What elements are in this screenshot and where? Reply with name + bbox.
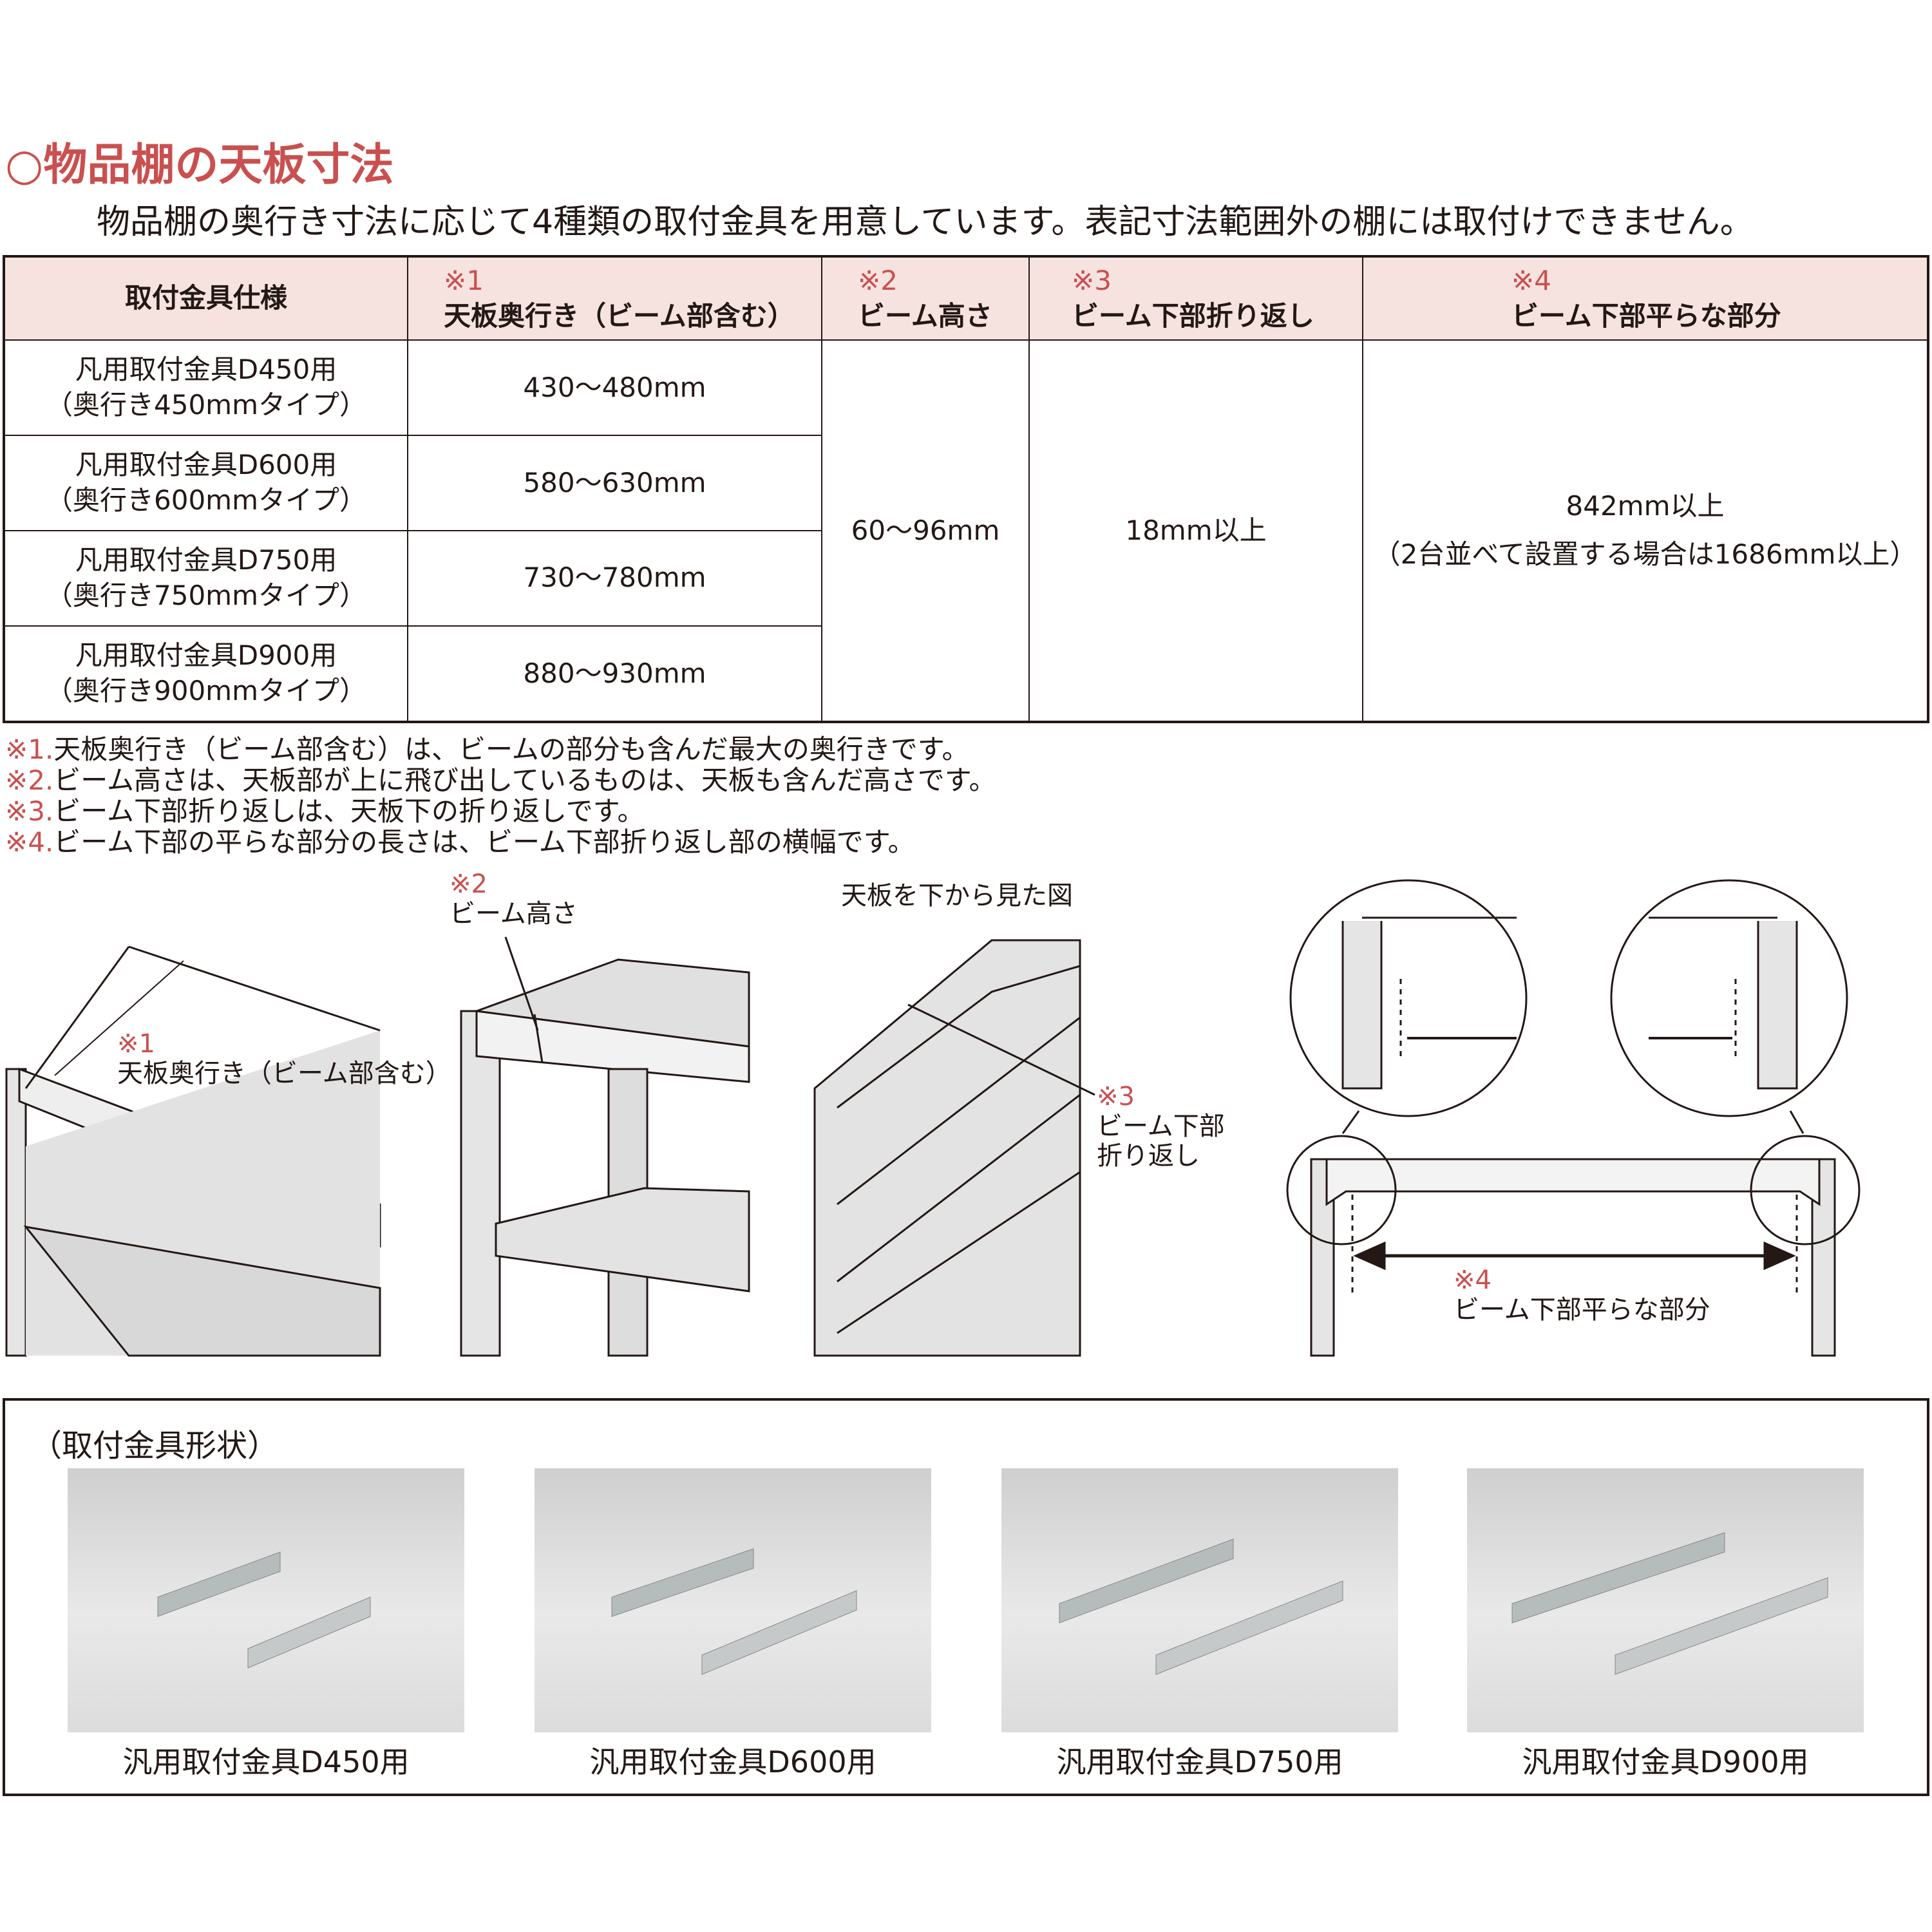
d3-title: 天板を下から見た図	[841, 881, 1073, 911]
beam-fold-cell: 18mm以上	[1028, 339, 1363, 723]
d3-mark: ※3	[1097, 1082, 1135, 1112]
header-mark: ※3	[1072, 264, 1112, 296]
note-mark: ※2.	[5, 764, 54, 796]
depth-cell: 730〜780mm	[407, 529, 822, 627]
note-text: ビーム下部折り返しは、天板下の折り返しです。	[53, 795, 645, 827]
header-mark: ※4	[1511, 264, 1551, 296]
bracket-caption: 汎用取付金具D750用	[1056, 1745, 1343, 1779]
header-label: ビーム下部折り返し	[1072, 299, 1314, 332]
spec-cell: 凡用取付金具D750用（奥行き750mmタイプ）	[3, 529, 408, 627]
footnote-3: ※3.ビーム下部折り返しは、天板下の折り返しです。	[5, 796, 645, 827]
table-row: 凡用取付金具D450用（奥行き450mmタイプ） 430〜480mm 60〜96…	[3, 339, 1929, 723]
note-mark: ※1.	[5, 734, 54, 765]
beam-flat-value: 842mm以上	[1566, 490, 1725, 522]
beam-flat-note: （2台並べて設置する場合は1686mm以上）	[1373, 538, 1917, 570]
footnote-2: ※2.ビーム高さは、天板部が上に飛び出しているものは、天板も含んだ高さです。	[5, 765, 996, 796]
bracket-image	[1511, 1532, 1828, 1675]
diagram-beam-height	[460, 936, 750, 1357]
spec-type: （奥行き600mmタイプ）	[46, 484, 366, 516]
bracket-shapes-box	[3, 1398, 1929, 1796]
bracket-image	[1059, 1539, 1343, 1675]
header-mark: ※2	[858, 264, 898, 296]
table-row: 凡用取付金具D900用（奥行き900mmタイプ） 880〜930mm	[3, 625, 1928, 723]
d3-text-2: 折り返し	[1097, 1141, 1200, 1171]
spec-name: 凡用取付金具D750用	[75, 544, 337, 576]
depth-cell: 880〜930mm	[407, 625, 822, 723]
page-title: ○物品棚の天板寸法	[5, 140, 394, 191]
spec-cell: 凡用取付金具D900用（奥行き900mmタイプ）	[3, 625, 408, 723]
spec-type: （奥行き450mmタイプ）	[46, 388, 366, 421]
header-label: 天板奥行き（ビーム部含む）	[444, 299, 795, 332]
d4-text: ビーム下部平らな部分	[1454, 1295, 1710, 1325]
bracket-caption: 汎用取付金具D900用	[1522, 1745, 1809, 1779]
note-text: 天板奥行き（ビーム部含む）は、ビームの部分も含んだ最大の奥行きです。	[53, 734, 969, 765]
header-label: ビーム高さ	[858, 299, 992, 332]
depth-cell: 580〜630mm	[407, 434, 822, 531]
d2-text: ビーム高さ	[450, 899, 578, 929]
bracket-photo-d600	[535, 1468, 931, 1732]
note-mark: ※3.	[5, 795, 54, 827]
spec-cell: 凡用取付金具D450用（奥行き450mmタイプ）	[3, 339, 408, 436]
spec-name: 凡用取付金具D450用	[75, 354, 337, 386]
d1-mark: ※1	[117, 1029, 155, 1059]
d4-mark: ※4	[1454, 1265, 1492, 1295]
spec-name: 凡用取付金具D600用	[75, 449, 337, 481]
beam-flat-cell: 842mm以上 （2台並べて設置する場合は1686mm以上）	[1362, 339, 1929, 723]
depth-cell: 430〜480mm	[407, 339, 822, 436]
diagram-beam-flat	[1286, 879, 1861, 1357]
bracket-caption: 汎用取付金具D450用	[122, 1745, 410, 1779]
bracket-caption: 汎用取付金具D600用	[589, 1745, 876, 1779]
bracket-shapes-title: （取付金具形状）	[31, 1428, 279, 1464]
d1-text: 天板奥行き（ビーム部含む）	[117, 1059, 451, 1088]
spec-name: 凡用取付金具D900用	[75, 639, 337, 672]
page-subtitle: 物品棚の奥行き寸法に応じて4種類の取付金具を用意しています。表記寸法範囲外の棚に…	[97, 203, 1754, 242]
bracket-photo-d900	[1467, 1468, 1864, 1732]
table-row: 凡用取付金具D600用（奥行き600mmタイプ） 580〜630mm	[3, 434, 1928, 531]
bracket-photo-d750	[1001, 1468, 1398, 1732]
diagram-depth	[5, 945, 381, 1357]
footnote-4: ※4.ビーム下部の平らな部分の長さは、ビーム下部折り返し部の横幅です。	[5, 827, 915, 858]
note-mark: ※4.	[5, 826, 54, 858]
bracket-photo-d450	[68, 1468, 464, 1732]
footnote-1: ※1.天板奥行き（ビーム部含む）は、ビームの部分も含んだ最大の奥行きです。	[5, 734, 969, 765]
note-text: ビーム高さは、天板部が上に飛び出しているものは、天板も含んだ高さです。	[53, 764, 996, 796]
bracket-image	[157, 1551, 371, 1669]
spec-cell: 凡用取付金具D600用（奥行き600mmタイプ）	[3, 434, 408, 531]
header-spec: 取付金具仕様	[3, 256, 408, 341]
note-text: ビーム下部の平らな部分の長さは、ビーム下部折り返し部の横幅です。	[53, 826, 915, 858]
bracket-image	[611, 1548, 857, 1675]
spec-type: （奥行き750mmタイプ）	[46, 579, 366, 611]
diagram-underside	[813, 939, 1095, 1357]
d3-text-1: ビーム下部	[1097, 1112, 1225, 1141]
beam-height-cell: 60〜96mm	[821, 339, 1030, 723]
d2-mark: ※2	[450, 869, 488, 899]
spec-type: （奥行き900mmタイプ）	[46, 674, 366, 706]
table-row: 凡用取付金具D750用（奥行き750mmタイプ） 730〜780mm	[3, 529, 1928, 627]
header-label: ビーム下部平らな部分	[1511, 299, 1781, 332]
header-mark: ※1	[444, 264, 484, 296]
header-label: 取付金具仕様	[124, 282, 287, 314]
